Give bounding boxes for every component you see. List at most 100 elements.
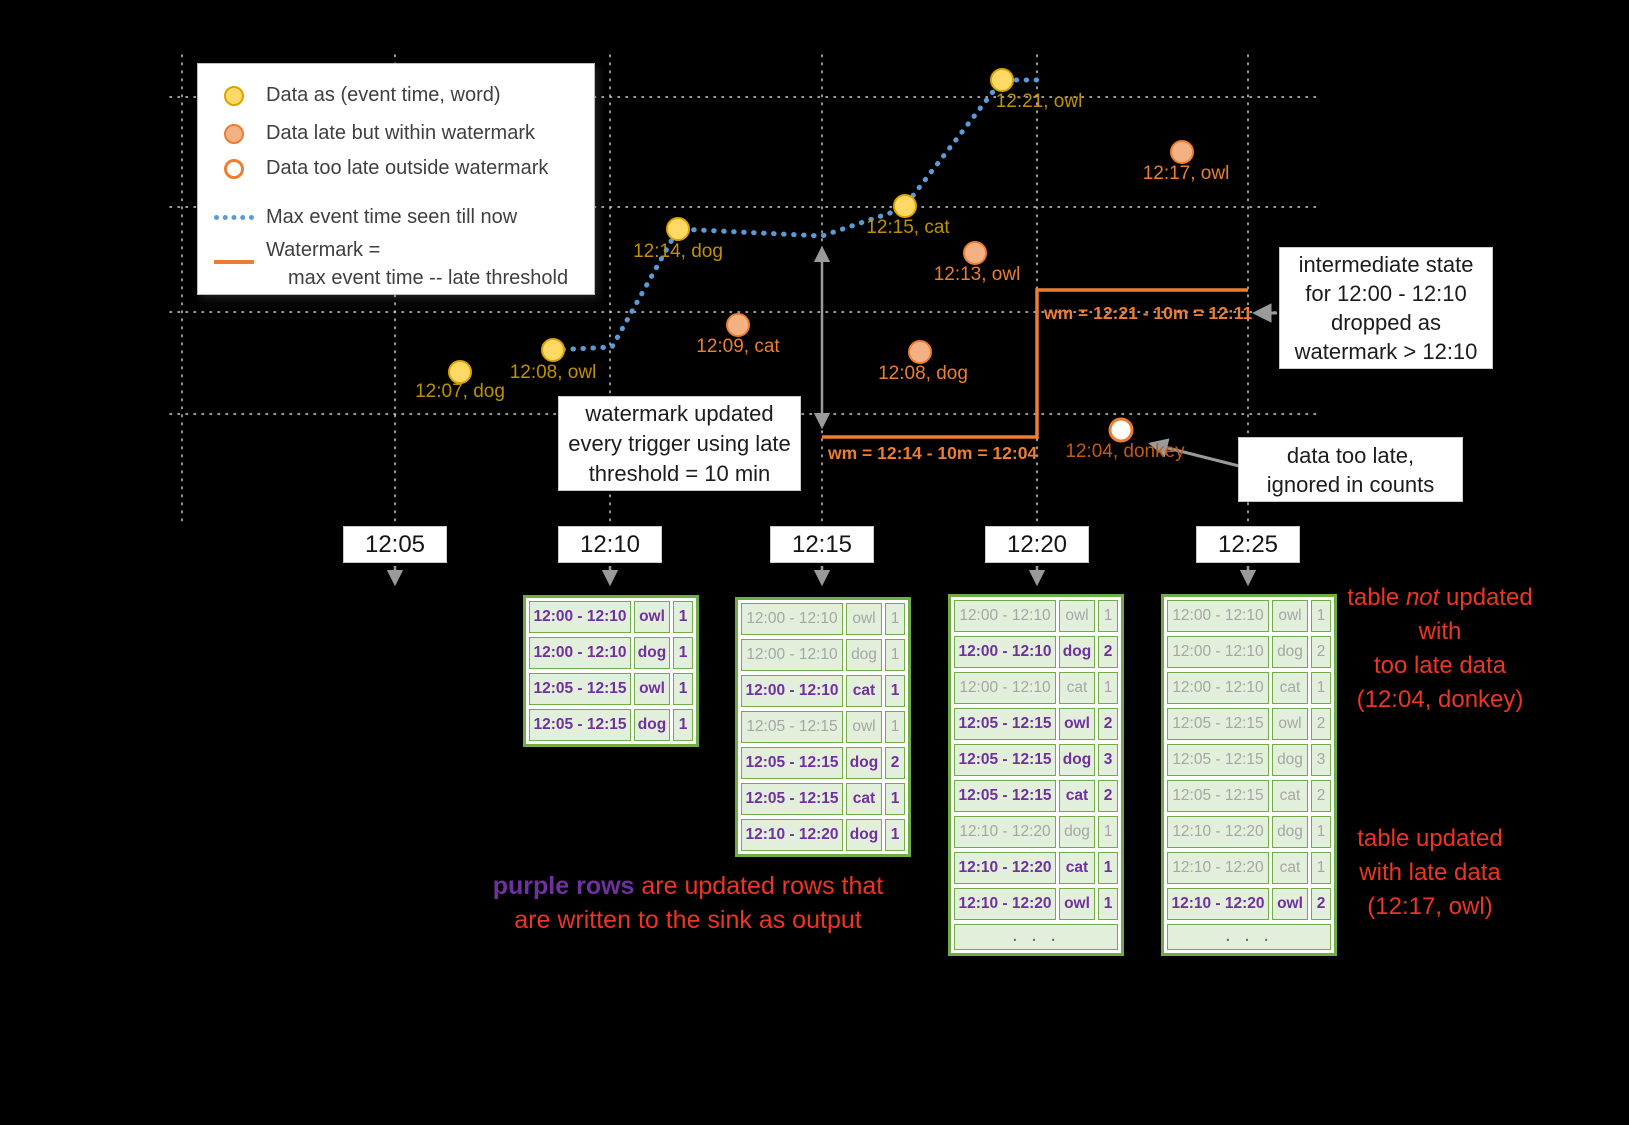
callout-text: watermark updated every trigger using la… <box>568 400 791 486</box>
point-late-12-13-owl <box>963 241 987 265</box>
result-cell-word: owl <box>1272 600 1308 632</box>
result-cell-window: 12:00 - 12:10 <box>954 636 1056 668</box>
point-on-time-12-21-owl <box>990 68 1014 92</box>
result-cell-count: 2 <box>1311 780 1331 812</box>
data-point-label: 12:07, dog <box>415 381 505 402</box>
note-text: table <box>1347 584 1406 611</box>
result-cell-window: 12:05 - 12:15 <box>1167 744 1269 776</box>
watermark-line <box>822 288 1248 439</box>
note-text: updated with too late data (12:04, donke… <box>1356 584 1533 713</box>
result-cell-count: 3 <box>1098 744 1118 776</box>
result-cell-word: owl <box>846 603 882 635</box>
result-cell-window: 12:05 - 12:15 <box>741 783 843 815</box>
result-cell-count: 2 <box>1098 780 1118 812</box>
result-cell-window: 12:00 - 12:10 <box>954 600 1056 632</box>
tick-12-10: 12:10 <box>558 526 662 563</box>
result-cell-count: 2 <box>1311 888 1331 920</box>
result-cell-count: 1 <box>1098 888 1118 920</box>
result-cell-count: 1 <box>885 711 905 743</box>
result-cell-count: 3 <box>1311 744 1331 776</box>
note-purple-rows: purple rows are updated rows that are wr… <box>428 869 948 937</box>
point-on-time-12-08-owl <box>541 338 565 362</box>
note-not-updated-too-late: table not updated with too late data (12… <box>1340 581 1540 717</box>
result-cell-word: cat <box>1059 672 1095 704</box>
result-cell-word: dog <box>1272 816 1308 848</box>
result-cell-word: dog <box>1272 744 1308 776</box>
result-cell-count: 1 <box>1098 600 1118 632</box>
result-cell-word: dog <box>634 637 670 669</box>
result-cell-count: 1 <box>673 637 693 669</box>
result-cell-count: 2 <box>1311 708 1331 740</box>
result-cell-window: 12:05 - 12:15 <box>954 708 1056 740</box>
result-cell-word: cat <box>846 675 882 707</box>
result-cell-window: 12:05 - 12:15 <box>954 744 1056 776</box>
point-on-time-12-14-dog <box>666 217 690 241</box>
result-cell-count: 1 <box>1311 852 1331 884</box>
note-text: are updated rows that are written to the… <box>514 872 884 934</box>
legend-item-too-late: Data too late outside watermark <box>214 157 548 180</box>
tick-12-20: 12:20 <box>985 526 1089 563</box>
result-cell-window: 12:00 - 12:10 <box>529 601 631 633</box>
result-cell-window: 12:10 - 12:20 <box>954 852 1056 884</box>
result-cell-count: 2 <box>885 747 905 779</box>
result-cell-count: 1 <box>673 709 693 741</box>
result-cell-window: 12:05 - 12:15 <box>954 780 1056 812</box>
legend-label: Max event time seen till now <box>266 206 518 228</box>
result-cell-window: 12:00 - 12:10 <box>1167 636 1269 668</box>
callout-intermediate-state: intermediate state for 12:00 - 12:10 dro… <box>1279 247 1493 369</box>
result-cell-word: owl <box>1272 888 1308 920</box>
too-late-arrow <box>1148 438 1244 469</box>
result-cell-count: 1 <box>1311 672 1331 704</box>
result-cell-word: owl <box>634 673 670 705</box>
legend-label: Data as (event time, word) <box>266 84 501 106</box>
result-cell-window: 12:00 - 12:10 <box>954 672 1056 704</box>
data-point-label: 12:04, donkey <box>1065 441 1185 462</box>
data-point-label: 12:13, owl <box>933 264 1021 285</box>
result-table-more-rows: . . . <box>1167 924 1331 950</box>
result-cell-window: 12:05 - 12:15 <box>529 673 631 705</box>
result-cell-count: 1 <box>1311 816 1331 848</box>
too-late-dot-icon <box>214 158 254 179</box>
gray-arrows <box>386 245 1277 587</box>
result-cell-word: cat <box>1272 780 1308 812</box>
data-point-label: 12:08, dog <box>878 363 968 384</box>
result-cell-word: dog <box>1272 636 1308 668</box>
result-cell-word: cat <box>1059 852 1095 884</box>
data-point-label: 12:09, cat <box>696 336 780 357</box>
tick-12-25: 12:25 <box>1196 526 1300 563</box>
result-cell-word: cat <box>1272 852 1308 884</box>
legend-item-on-time: Data as (event time, word) <box>214 84 501 107</box>
result-cell-word: dog <box>846 819 882 851</box>
result-cell-window: 12:00 - 12:10 <box>529 637 631 669</box>
result-cell-word: dog <box>846 747 882 779</box>
result-cell-window: 12:05 - 12:15 <box>1167 708 1269 740</box>
late-dot-icon <box>214 123 254 144</box>
result-cell-window: 12:05 - 12:15 <box>1167 780 1269 812</box>
result-cell-count: 1 <box>1098 852 1118 884</box>
result-cell-window: 12:10 - 12:20 <box>954 816 1056 848</box>
result-cell-count: 1 <box>673 673 693 705</box>
result-cell-window: 12:10 - 12:20 <box>1167 888 1269 920</box>
legend: Data as (event time, word) Data late but… <box>197 63 595 295</box>
legend-item-watermark: Watermark = max event time -- late thres… <box>214 236 568 292</box>
note-updated-with-late: table updated with late data (12:17, owl… <box>1357 825 1503 920</box>
result-cell-count: 1 <box>885 819 905 851</box>
